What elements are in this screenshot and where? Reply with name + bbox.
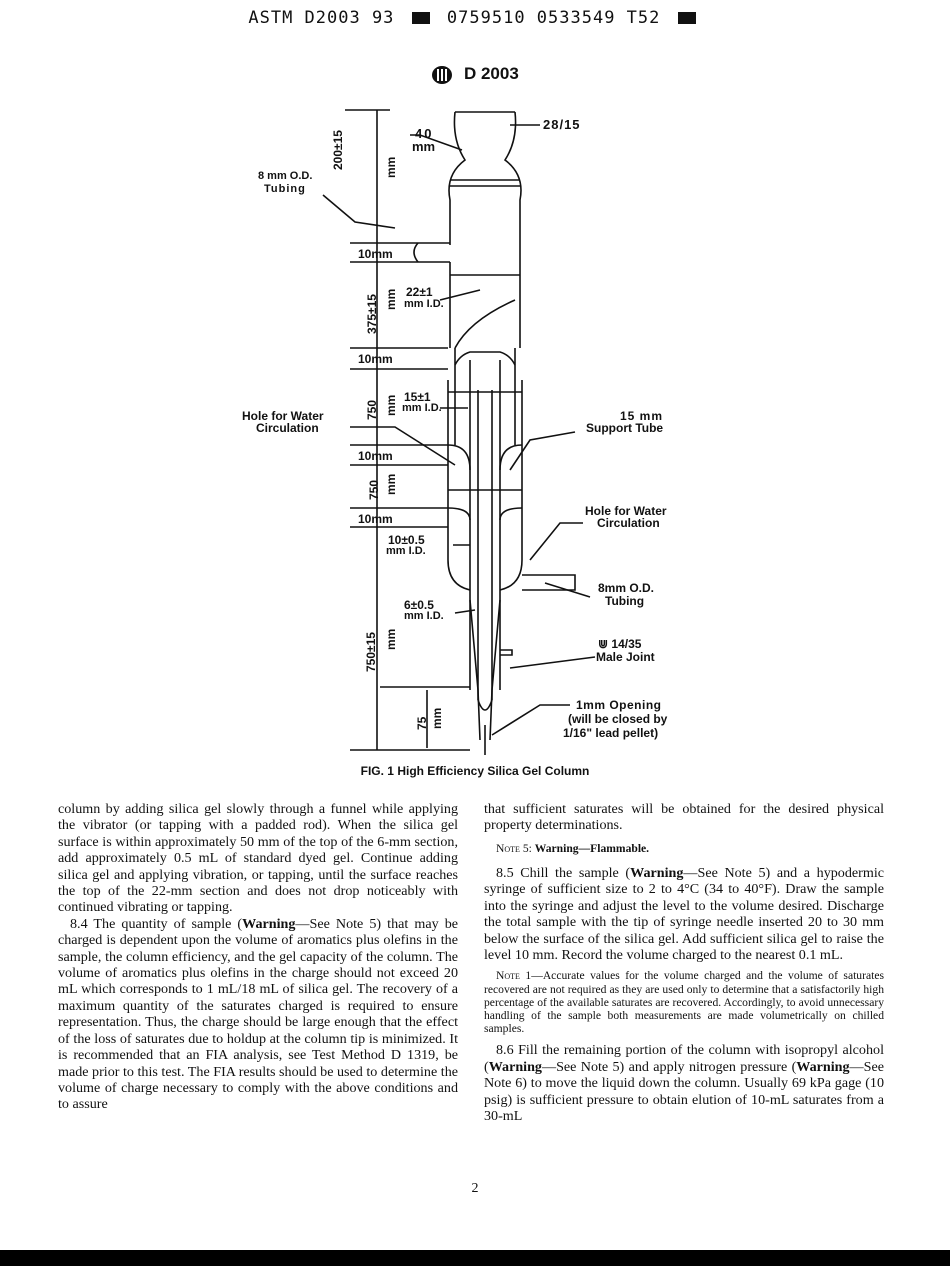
section-8-5-text-a: 8.5 Chill the sample ( <box>496 865 631 882</box>
page-number: 2 <box>471 1181 479 1196</box>
warning-label: Warning <box>630 865 684 882</box>
header-block-mark <box>677 12 696 24</box>
label-15mm: 15±1 <box>404 390 431 404</box>
note-5-label: Note 5: <box>496 841 532 855</box>
label-support-tube: Support Tube <box>586 421 664 435</box>
label-tubing-8mm-left: 8 mm O.D. <box>258 170 313 182</box>
label-circulation-left: Circulation <box>256 421 319 435</box>
scan-bottom-edge <box>0 1250 950 1266</box>
silica-gel-column-figure <box>322 109 596 755</box>
label-dim-200: 200±15 <box>331 130 345 170</box>
warning-label: Warning <box>242 915 296 932</box>
label-dim-750-b: 750 <box>367 479 381 500</box>
label-circulation-right: Circulation <box>597 516 660 530</box>
label-10mm-a: 10mm <box>358 247 393 261</box>
note-5: Note 5: Warning—Flammable. <box>484 842 884 855</box>
section-8-4-paragraph: 8.4 The quantity of sample (Warning—See … <box>58 916 458 1113</box>
label-10mm-d: 10mm <box>358 512 393 526</box>
label-40mm-unit: mm <box>412 139 436 154</box>
label-joint-28-15: 28/15 <box>543 117 581 132</box>
label-dim-75: 75 <box>415 716 429 730</box>
left-text-column: column by adding silica gel slowly throu… <box>58 801 458 1113</box>
designation-row: D 2003 <box>0 64 950 85</box>
label-dim-375-unit: mm <box>384 288 398 310</box>
label-10mm-b: 10mm <box>358 352 393 366</box>
label-40mm: 40 <box>415 126 434 141</box>
astm-logo-icon <box>431 65 453 85</box>
label-joint-14-35-text: 14/35 <box>611 637 642 651</box>
section-8-6-text-c: —See Note 6) to move the liquid down the… <box>484 1058 884 1125</box>
label-opening-note-1: (will be closed by <box>568 712 668 726</box>
label-22mm: 22±1 <box>406 285 433 299</box>
label-6mm-id: mm I.D. <box>404 610 444 622</box>
right-text-column: that sufficient saturates will be obtain… <box>484 801 884 1125</box>
note-5-text: Warning—Flammable. <box>534 841 650 855</box>
header-standard-id: ASTM D2003 93 <box>248 8 395 28</box>
section-8-6-paragraph: 8.6 Fill the remaining portion of the co… <box>484 1042 884 1124</box>
label-tubing-right: Tubing <box>605 594 645 608</box>
label-tubing-left: Tubing <box>264 183 306 195</box>
header-block-mark <box>411 12 430 24</box>
label-10mm-id: mm I.D. <box>386 545 426 557</box>
section-8-4-text-a: 8.4 The quantity of sample ( <box>70 915 243 932</box>
label-tubing-8mm-right: 8mm O.D. <box>598 581 655 595</box>
section-8-5-paragraph: 8.5 Chill the sample (Warning—See Note 5… <box>484 865 884 963</box>
label-dim-200-unit: mm <box>384 156 398 178</box>
section-8-5-text-b: —See Note 5) and a hypodermic syringe of… <box>484 865 884 964</box>
label-15mm-id: mm I.D. <box>402 402 442 414</box>
note-1-label: Note 1 <box>496 969 532 983</box>
designation-number: D 2003 <box>463 64 519 83</box>
label-6mm: 6±0.5 <box>404 598 434 612</box>
label-dim-750-c-unit: mm <box>384 628 398 650</box>
label-dim-750-b-unit: mm <box>384 473 398 495</box>
section-8-6-text-b: —See Note 5) and apply nitrogen pressure… <box>541 1058 797 1075</box>
left-paragraph-continued: column by adding silica gel slowly throu… <box>58 801 458 916</box>
label-dim-75-unit: mm <box>430 707 444 729</box>
label-dim-750-c: 750±15 <box>364 632 378 672</box>
note-1: Note 1—Accurate values for the volume ch… <box>484 969 884 1035</box>
label-10mm-bore: 10±0.5 <box>388 533 425 547</box>
label-dim-750-a-unit: mm <box>384 394 398 416</box>
note-1-text: —Accurate values for the volume charged … <box>484 969 884 1036</box>
section-8-6-text-a: 8.6 Fill the remaining portion of the co… <box>484 1042 884 1075</box>
label-opening: 1mm Opening <box>576 698 662 712</box>
label-opening-note-2: 1/16" lead pellet) <box>563 726 659 740</box>
right-paragraph-continued: that sufficient saturates will be obtain… <box>484 801 884 834</box>
label-22mm-id: mm I.D. <box>404 298 444 310</box>
label-hole-water-right: Hole for Water <box>585 504 667 518</box>
label-dim-375: 375±15 <box>365 294 379 334</box>
label-male-joint: Male Joint <box>596 650 655 664</box>
document-header: ASTM D2003 93 0759510 0533549 T52 <box>0 8 950 28</box>
label-hole-water-left: Hole for Water <box>242 409 324 423</box>
label-dim-750-a: 750 <box>365 399 379 420</box>
header-control-number: 0759510 0533549 T52 <box>446 8 661 28</box>
figure-caption: FIG. 1 High Efficiency Silica Gel Column <box>360 764 590 778</box>
label-10mm-c: 10mm <box>358 449 393 463</box>
section-8-4-text-b: —See Note 5) that may be charged is depe… <box>58 915 458 1113</box>
warning-label: Warning <box>796 1058 850 1075</box>
warning-label: Warning <box>488 1058 542 1075</box>
label-joint-14-35: ⋓ 14/35 <box>598 637 642 651</box>
label-support-tube-size: 15 mm <box>620 409 664 423</box>
